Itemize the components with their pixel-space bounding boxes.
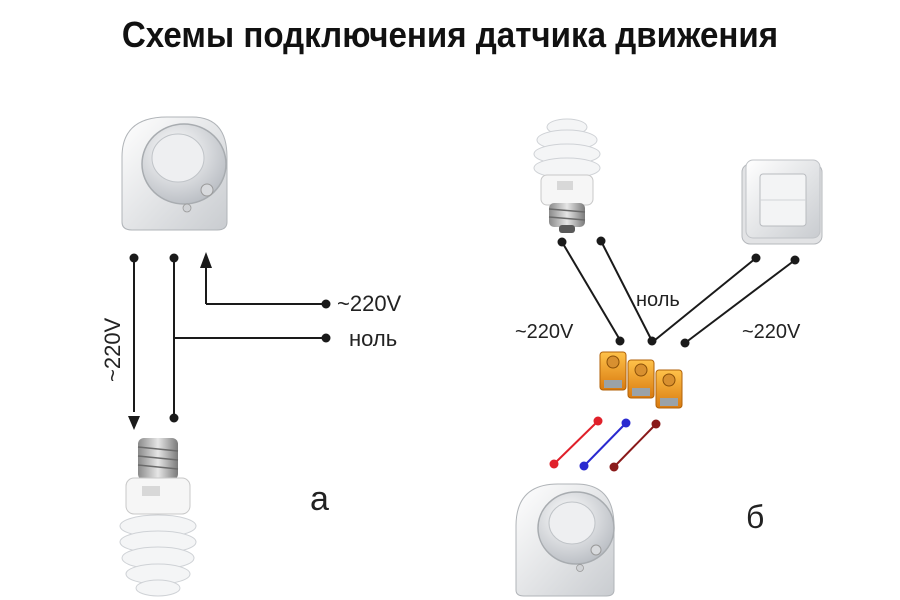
terminal-block-icon <box>599 351 683 409</box>
neutral-label-a: ноль <box>349 326 397 351</box>
page-title: Схемы подключения датчика движения <box>121 14 779 55</box>
colored-wire-dots <box>549 416 661 472</box>
motion-sensor-icon <box>515 483 615 597</box>
voltage-label-right-b: ~220V <box>742 321 801 343</box>
voltage-label-vertical: ~220V <box>100 317 125 382</box>
cfl-bulb-icon <box>533 118 601 233</box>
colored-wires <box>553 420 657 468</box>
voltage-label-a: ~220V <box>337 291 402 316</box>
caption-a: а <box>310 480 329 518</box>
wall-switch-icon <box>741 159 823 245</box>
caption-b: б <box>746 499 764 535</box>
voltage-label-left-b: ~220V <box>515 321 574 343</box>
wiring-a <box>133 258 326 418</box>
terminal-dots-b <box>557 236 800 348</box>
neutral-label-b: ноль <box>636 289 680 311</box>
wiring-b <box>561 240 796 344</box>
terminal-dots-a <box>129 253 331 423</box>
arrow-heads-a <box>128 252 212 430</box>
cfl-bulb-icon <box>119 438 197 597</box>
motion-sensor-icon <box>121 116 228 231</box>
